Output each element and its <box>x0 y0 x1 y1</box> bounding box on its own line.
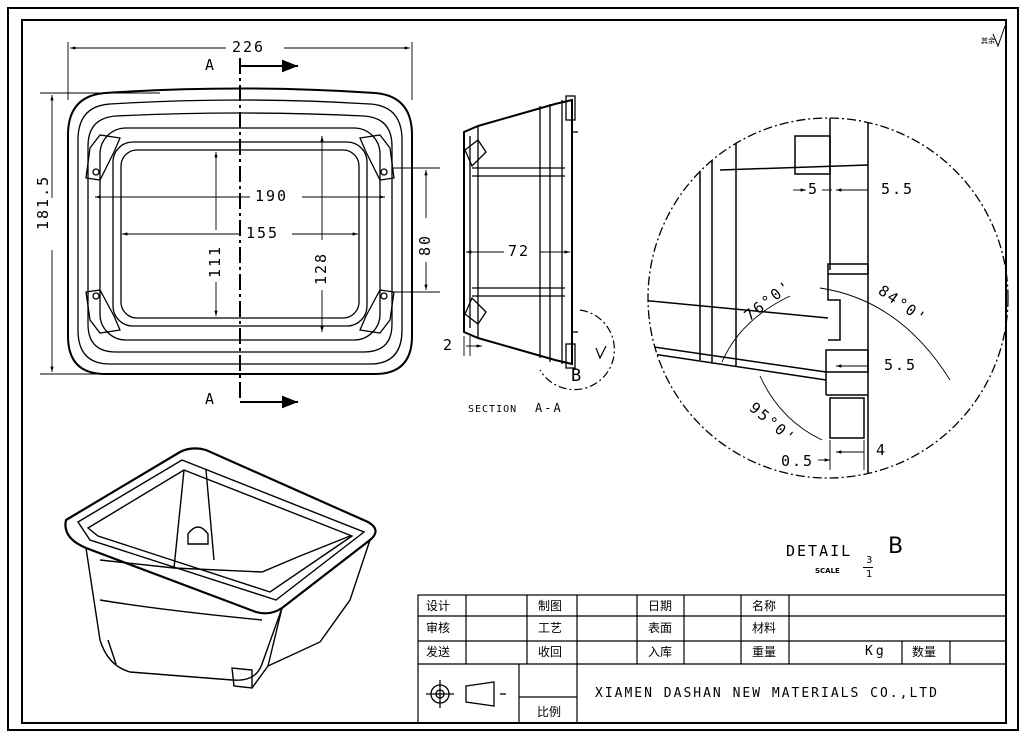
detail-marker-label: B <box>571 366 584 386</box>
section-view <box>463 95 578 369</box>
tb-review: 审核 <box>426 621 451 635</box>
top-view-dimensions <box>40 42 440 375</box>
isometric-view <box>64 447 377 689</box>
section-caption-id: A-A <box>535 401 563 415</box>
dim-5-5-top: 5.5 <box>881 180 915 198</box>
tb-process: 工艺 <box>538 621 563 635</box>
dim-wall: 2 <box>443 336 455 354</box>
tb-date: 日期 <box>648 599 673 613</box>
tb-send: 发送 <box>426 645 451 659</box>
tb-weight: 重量 <box>752 645 777 659</box>
dim-0-5: 0.5 <box>781 452 815 470</box>
surface-mark-label: 其余 <box>981 37 995 45</box>
detail-title: DETAIL <box>786 542 853 560</box>
tb-receive: 收回 <box>538 645 563 659</box>
tb-quantity: 数量 <box>912 645 937 659</box>
section-view-dimensions <box>463 250 616 391</box>
detail-scale-label: SCALE <box>815 567 840 575</box>
dim-floor-width: 155 <box>246 224 280 242</box>
tb-company: XIAMEN DASHAN NEW MATERIALS CO.,LTD <box>595 686 939 701</box>
section-caption: SECTION <box>468 404 518 415</box>
tb-design: 设计 <box>426 599 451 613</box>
tb-material: 材料 <box>752 621 777 635</box>
detail-scale-num: 3 <box>866 555 873 566</box>
dim-floor-height: 111 <box>206 244 224 278</box>
section-label-bottom: A <box>205 390 217 408</box>
detail-title-id: B <box>888 534 904 559</box>
dim-5-5-mid: 5.5 <box>884 356 918 374</box>
dim-inner-width: 190 <box>255 187 289 205</box>
tb-weight-unit: Kg <box>865 644 887 659</box>
dim-inner-height: 128 <box>312 251 330 285</box>
tb-drawing: 制图 <box>538 599 563 613</box>
dim-depth: 72 <box>508 242 531 260</box>
section-line-a-a <box>239 58 298 409</box>
dim-side-height: 80 <box>416 233 434 256</box>
detail-scale-den: 1 <box>866 569 873 580</box>
detail-view <box>647 117 1009 479</box>
section-label-top: A <box>205 56 217 74</box>
tb-scale: 比例 <box>537 705 562 719</box>
projection-symbol-icon <box>426 680 506 708</box>
dim-overall-height: 181.5 <box>34 174 52 230</box>
dim-4: 4 <box>876 441 888 459</box>
outer-border <box>7 7 1019 731</box>
surface-roughness-icon <box>992 25 1006 48</box>
tb-surface: 表面 <box>648 621 673 635</box>
dim-5: 5 <box>808 180 820 198</box>
title-block <box>417 594 1007 724</box>
tb-stock-in: 入库 <box>648 645 673 659</box>
dim-overall-width: 226 <box>232 38 266 56</box>
detail-scale-fraction-bar <box>863 567 873 568</box>
tb-name: 名称 <box>752 599 777 613</box>
